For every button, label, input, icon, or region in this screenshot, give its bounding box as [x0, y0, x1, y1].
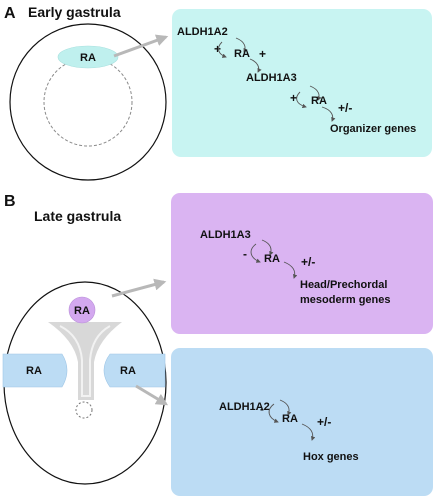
b-top-sign-out: +/- [301, 255, 315, 269]
plus-sign-3: + [290, 91, 297, 105]
arrow-a-to-target [321, 106, 336, 122]
panel-a-pathway-box [172, 9, 432, 157]
panel-a-title: Early gastrula [28, 4, 121, 20]
arrow-a1-ra [235, 37, 248, 53]
early-embryo-inner [43, 57, 133, 147]
b-top-enzyme-ra-arrow [261, 239, 274, 256]
panel-a: A Early gastrula RA ALDH1A2 + RA + ALDH1… [4, 4, 432, 181]
panel-a-letter: A [4, 5, 16, 22]
arrow-a1-to-a3 [249, 58, 262, 73]
b-top-target-arrow [283, 261, 298, 279]
plus-sign-2: + [259, 47, 266, 61]
aldh1a3-label: ALDH1A3 [246, 72, 297, 84]
loop-arrow-a2 [296, 91, 307, 109]
streak-funnel [48, 322, 122, 400]
b-top-target-line2: mesoderm genes [300, 294, 390, 306]
ra-label-a1: RA [234, 48, 250, 60]
panel-b-head-box [171, 193, 433, 334]
organizer-genes-label: Organizer genes [330, 123, 416, 135]
late-embryo-small-circle [75, 401, 93, 419]
b-bottom-target-arrow [301, 423, 316, 441]
panel-b: B Late gastrula RA RA RA ALDH1A3 - RA +/… [2, 193, 433, 496]
b-bottom-ra-label: RA [282, 413, 298, 425]
early-ra-domain [57, 45, 119, 69]
b-bottom-enzyme-ra-arrow [279, 399, 292, 416]
left-ra-label: RA [26, 365, 42, 377]
b-bottom-minus: - [260, 402, 264, 416]
ra-label-a2: RA [311, 95, 327, 107]
b-top-ra-label: RA [264, 253, 280, 265]
connector-arrow-b-top [111, 278, 167, 298]
right-ra-domain [103, 353, 166, 388]
loop-arrow-a1 [218, 41, 227, 58]
b-top-minus: - [243, 247, 247, 261]
anterior-ra-domain [68, 296, 96, 324]
b-top-aldh1a3-label: ALDH1A3 [200, 229, 251, 241]
hox-genes-label: Hox genes [303, 451, 359, 463]
b-top-loop-arrow [250, 243, 261, 263]
connector-arrow-b-bottom [135, 384, 169, 406]
anterior-ra-label: RA [74, 305, 90, 317]
plus-sign-1: + [214, 42, 221, 56]
left-ra-domain [2, 353, 68, 388]
panel-b-title: Late gastrula [34, 208, 121, 224]
aldh1a2-label: ALDH1A2 [177, 26, 228, 38]
b-bottom-sign-out: +/- [317, 415, 331, 429]
early-ra-label: RA [80, 52, 96, 64]
b-bottom-aldh1a2-label: ALDH1A2 [219, 401, 270, 413]
b-top-target-line1: Head/Prechordal [300, 279, 387, 291]
early-embryo-outline [9, 23, 167, 181]
sign-out-a: +/- [338, 101, 352, 115]
b-bottom-loop-arrow [268, 403, 279, 423]
streak-highlight [59, 325, 111, 397]
right-ra-label: RA [120, 365, 136, 377]
panel-b-hox-box [171, 348, 433, 496]
arrow-a3-ra [309, 85, 322, 101]
connector-arrow-a [113, 34, 169, 58]
panel-b-letter: B [4, 193, 16, 210]
